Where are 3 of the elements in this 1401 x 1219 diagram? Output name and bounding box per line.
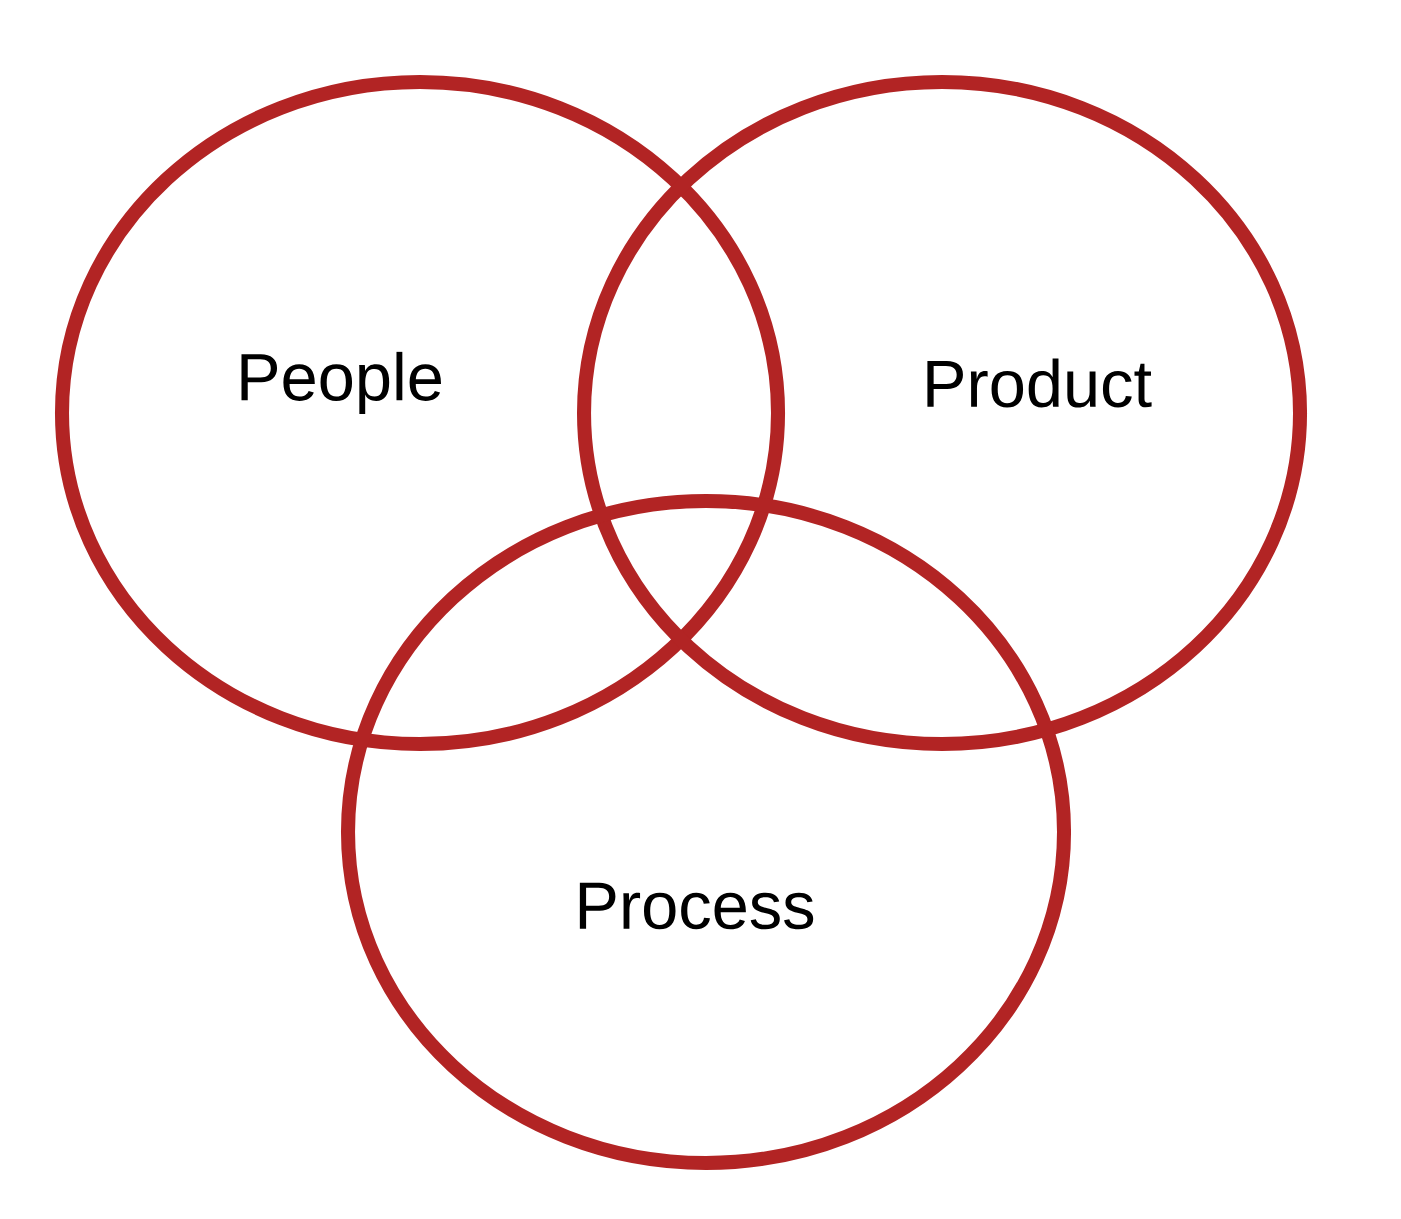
circle-label: People (241, 351, 441, 415)
circle-label: Process (579, 882, 814, 930)
circle-label: Product (927, 358, 1152, 408)
